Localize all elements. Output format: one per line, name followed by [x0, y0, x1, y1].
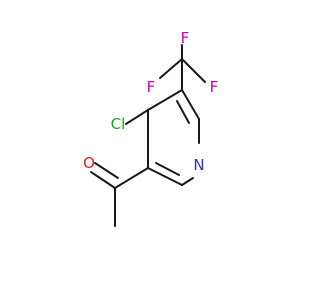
fluorine-left-label: F: [147, 78, 156, 96]
bond-n1-c2: [181, 177, 194, 186]
chlorine-label: Cl: [111, 115, 126, 133]
bond-cf3-f-right: [181, 58, 206, 83]
bond-c4-c5: [147, 89, 183, 111]
bond-c2-c3: [147, 167, 183, 186]
fluorine-top-label: F: [181, 29, 190, 47]
molecule-structure-diagram: F F F Cl N O: [83, 29, 218, 227]
bond-layer: [90, 44, 206, 227]
bond-cf3-f-left: [159, 58, 183, 79]
bond-carbonyl-oxygen-double: [94, 162, 119, 179]
oxygen-label: O: [83, 154, 95, 172]
bond-c5-c6-inner: [176, 100, 190, 124]
bond-c2-c3-inner: [155, 162, 180, 176]
bond-c4-cl: [125, 109, 149, 125]
atom-labels: F F F Cl N O: [83, 29, 218, 174]
fluorine-right-label: F: [210, 78, 219, 96]
bond-c3-carbonyl: [114, 167, 149, 189]
bond-c5-c6: [181, 89, 200, 120]
nitrogen-label: N: [193, 156, 204, 174]
bond-carbonyl-oxygen: [90, 171, 116, 189]
